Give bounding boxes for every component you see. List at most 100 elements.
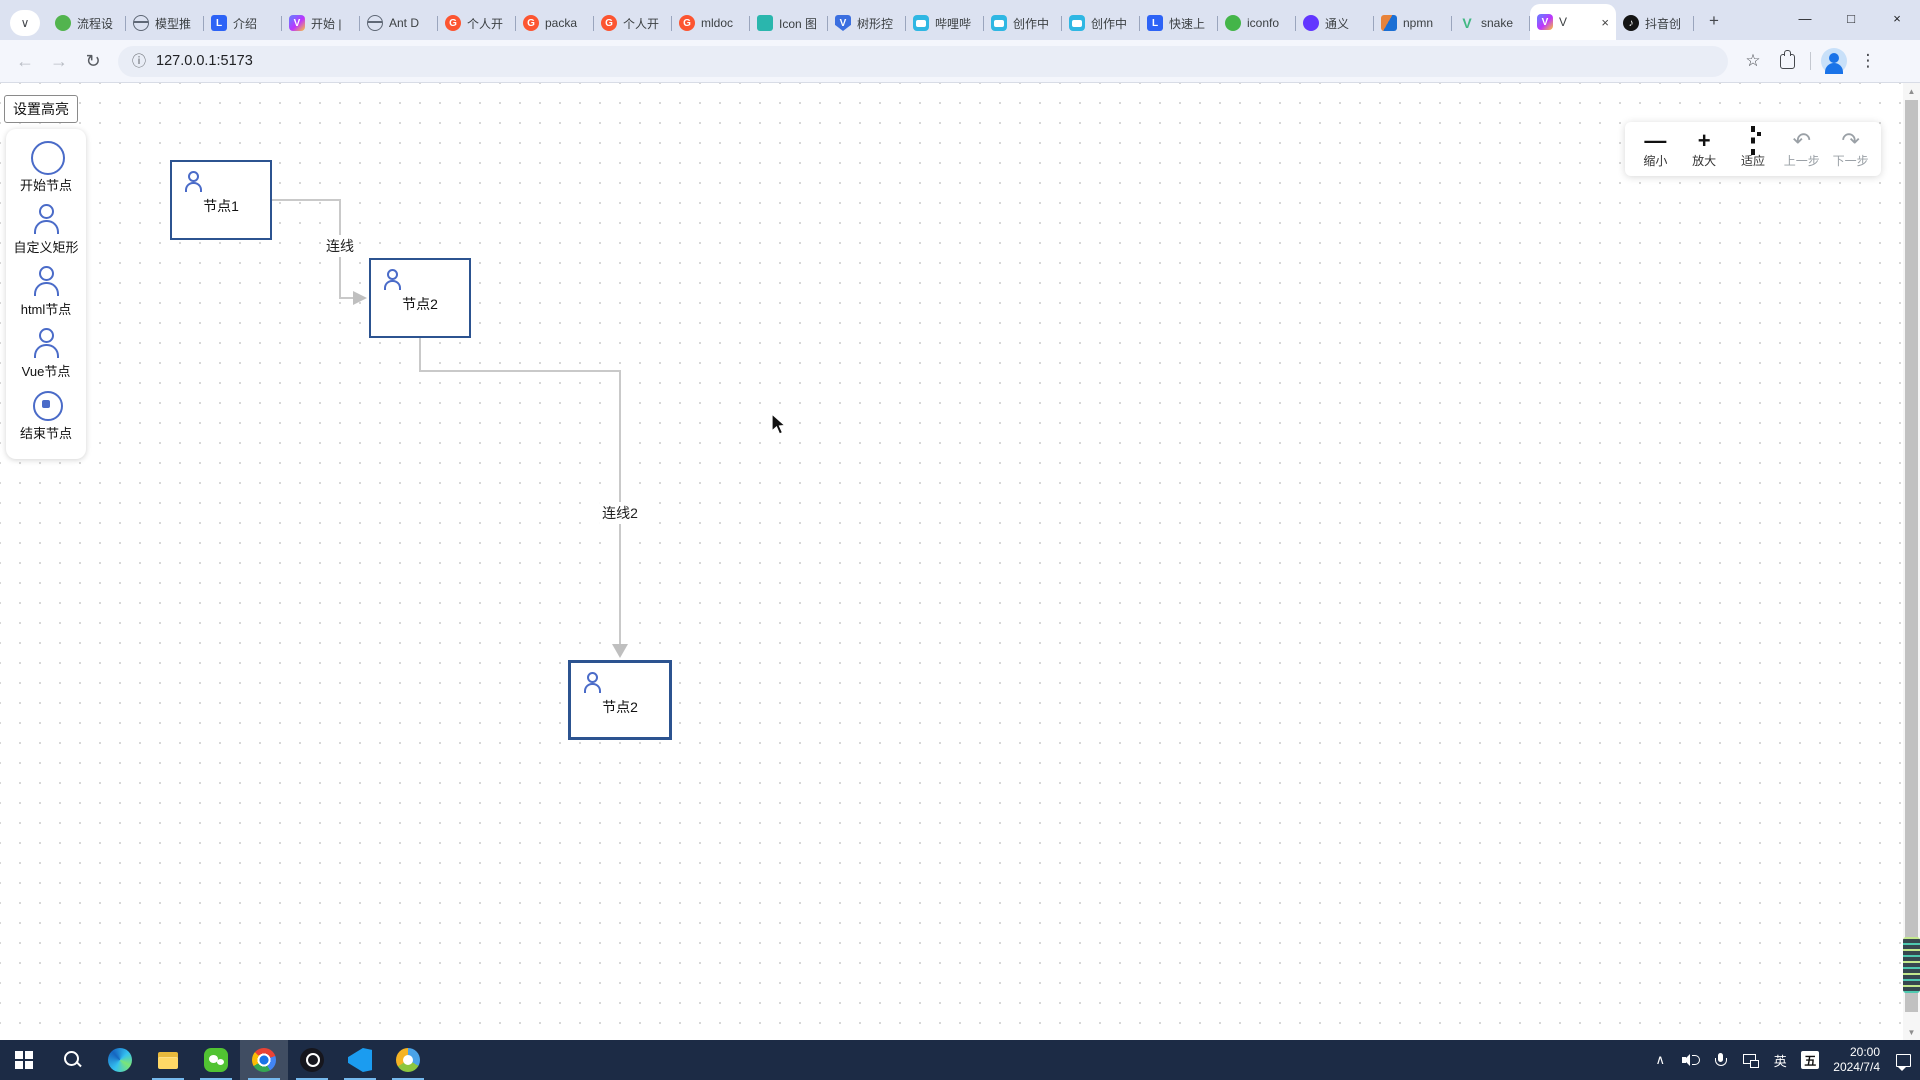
taskbar-app-button[interactable] [336,1040,384,1080]
speaker-icon[interactable] [1677,1040,1703,1080]
taskbar-app-button[interactable] [0,1040,48,1080]
browser-tab[interactable]: Ant D × [360,6,438,40]
vertical-scrollbar[interactable]: ▲ ▼ [1903,83,1920,1040]
windows-taskbar: ∧ 英 五 20:00 2024/7/4 [0,1040,1920,1080]
browser-tab[interactable]: 模型推 × [126,6,204,40]
network-icon[interactable] [1737,1040,1763,1080]
url-text: 127.0.0.1:5173 [156,53,253,69]
scroll-down-icon[interactable]: ▼ [1907,1027,1916,1037]
menu-icon[interactable]: ⋮ [1859,51,1877,70]
fit-view-button[interactable]: 适应 [1729,126,1777,169]
browser-tab[interactable]: 创作中 × [1062,6,1140,40]
reload-button[interactable]: ↻ [85,50,101,71]
tab-search-button[interactable]: ∨ [10,10,40,36]
clock-time: 20:00 [1849,1045,1880,1059]
tab-favicon: L [1147,15,1163,31]
maximize-button[interactable]: □ [1847,10,1855,26]
palette-node-icon [29,325,63,359]
palette-item[interactable]: html节点 [21,263,71,325]
minimize-button[interactable]: — [1798,10,1812,26]
taskbar-app-button[interactable] [48,1040,96,1080]
flow-node[interactable]: 节点1 [170,160,272,240]
edge-label[interactable]: 连线 [323,235,357,257]
tab-favicon: L [211,15,227,31]
tab-favicon [367,15,383,31]
scroll-up-icon[interactable]: ▲ [1907,86,1916,96]
tab-title: 哔哩哔 [935,16,972,31]
scrollbar-marker-badge [1903,937,1920,993]
palette-node-icon [29,139,65,175]
tab-title: Ant D [389,16,420,30]
tab-favicon [133,15,149,31]
browser-tab[interactable]: G mldoc × [672,6,750,40]
zoom-out-button[interactable]: — 缩小 [1643,128,1668,169]
flow-canvas[interactable]: 设置高亮 开始节点 自定义矩形 html节点 [0,83,1920,1040]
tab-favicon [1381,15,1397,31]
ime-mode-indicator[interactable]: 五 [1797,1040,1823,1080]
browser-tab[interactable]: V V × [1530,4,1616,40]
redo-button[interactable]: ↷ 下一步 [1832,128,1869,169]
taskbar-app-button[interactable] [144,1040,192,1080]
browser-tab[interactable]: G 个人开 × [594,6,672,40]
back-button[interactable]: ← [16,50,34,71]
flow-node[interactable]: 节点2 [568,660,672,740]
extensions-icon[interactable] [1772,46,1802,76]
set-highlight-button[interactable]: 设置高亮 [4,95,78,123]
browser-tab[interactable]: G 个人开 × [438,6,516,40]
taskbar-app-button[interactable] [96,1040,144,1080]
edge-label[interactable]: 连线2 [599,502,641,524]
palette-item-label: 结束节点 [19,426,72,441]
bookmark-star-icon[interactable]: ☆ [1745,51,1761,70]
browser-tab[interactable]: Icon 图 × [750,6,828,40]
browser-tab[interactable]: L 介绍 × [204,6,282,40]
undo-button[interactable]: ↶ 上一步 [1783,128,1820,169]
action-center-icon[interactable] [1890,1040,1916,1080]
profile-avatar[interactable] [1819,46,1849,76]
browser-tab[interactable]: L 快速上 × [1140,6,1218,40]
tab-title: 创作中 [1091,16,1128,31]
flow-node[interactable]: 节点2 [369,258,471,338]
person-icon [182,170,204,192]
browser-tab[interactable]: V 树形控 × [828,6,906,40]
taskbar-app-button[interactable] [240,1040,288,1080]
taskbar-app-button[interactable] [192,1040,240,1080]
clock-date: 2024/7/4 [1833,1060,1880,1074]
app-icon [348,1048,372,1072]
forward-button[interactable]: → [50,50,68,71]
scrollbar-thumb[interactable] [1905,100,1918,1012]
microphone-icon[interactable] [1707,1040,1733,1080]
tab-close-icon[interactable]: × [1601,14,1609,30]
flow-edges [272,199,628,658]
person-icon [581,671,603,693]
tray-expand-icon[interactable]: ∧ [1655,1052,1666,1067]
browser-tab[interactable]: V snake × [1452,6,1530,40]
redo-icon: ↷ [1841,128,1860,153]
minus-icon: — [1644,128,1667,153]
taskbar-clock[interactable]: 20:00 2024/7/4 [1827,1045,1886,1075]
new-tab-button[interactable]: + [1709,11,1719,30]
browser-tab[interactable]: ♪ 抖音创 × [1616,6,1694,40]
taskbar-app-button[interactable] [288,1040,336,1080]
taskbar-app-button[interactable] [384,1040,432,1080]
tab-title: mldoc [701,16,734,30]
zoom-in-button[interactable]: + 放大 [1692,128,1717,169]
tab-favicon [1303,15,1319,31]
browser-tab[interactable]: V 开始 | × [282,6,360,40]
palette-item[interactable]: 开始节点 [20,139,72,201]
site-info-icon[interactable]: ⓘ [132,53,146,69]
browser-tab[interactable]: G packa × [516,6,594,40]
browser-tab[interactable]: 创作中 × [984,6,1062,40]
browser-tab[interactable]: 哔哩哔 × [906,6,984,40]
input-language-indicator[interactable]: 英 [1773,1053,1787,1069]
tab-title: V [1559,15,1568,29]
tab-title: 个人开 [467,16,504,31]
browser-tab[interactable]: 通义 × [1296,6,1374,40]
palette-item[interactable]: 结束节点 [20,387,72,449]
browser-tab[interactable]: iconfo × [1218,6,1296,40]
palette-item[interactable]: Vue节点 [22,325,70,387]
browser-tab[interactable]: 流程设 × [48,6,126,40]
address-bar[interactable]: ⓘ 127.0.0.1:5173 [118,45,1728,77]
close-button[interactable]: × [1893,10,1901,26]
browser-tab[interactable]: npmn × [1374,6,1452,40]
palette-item[interactable]: 自定义矩形 [13,201,79,263]
